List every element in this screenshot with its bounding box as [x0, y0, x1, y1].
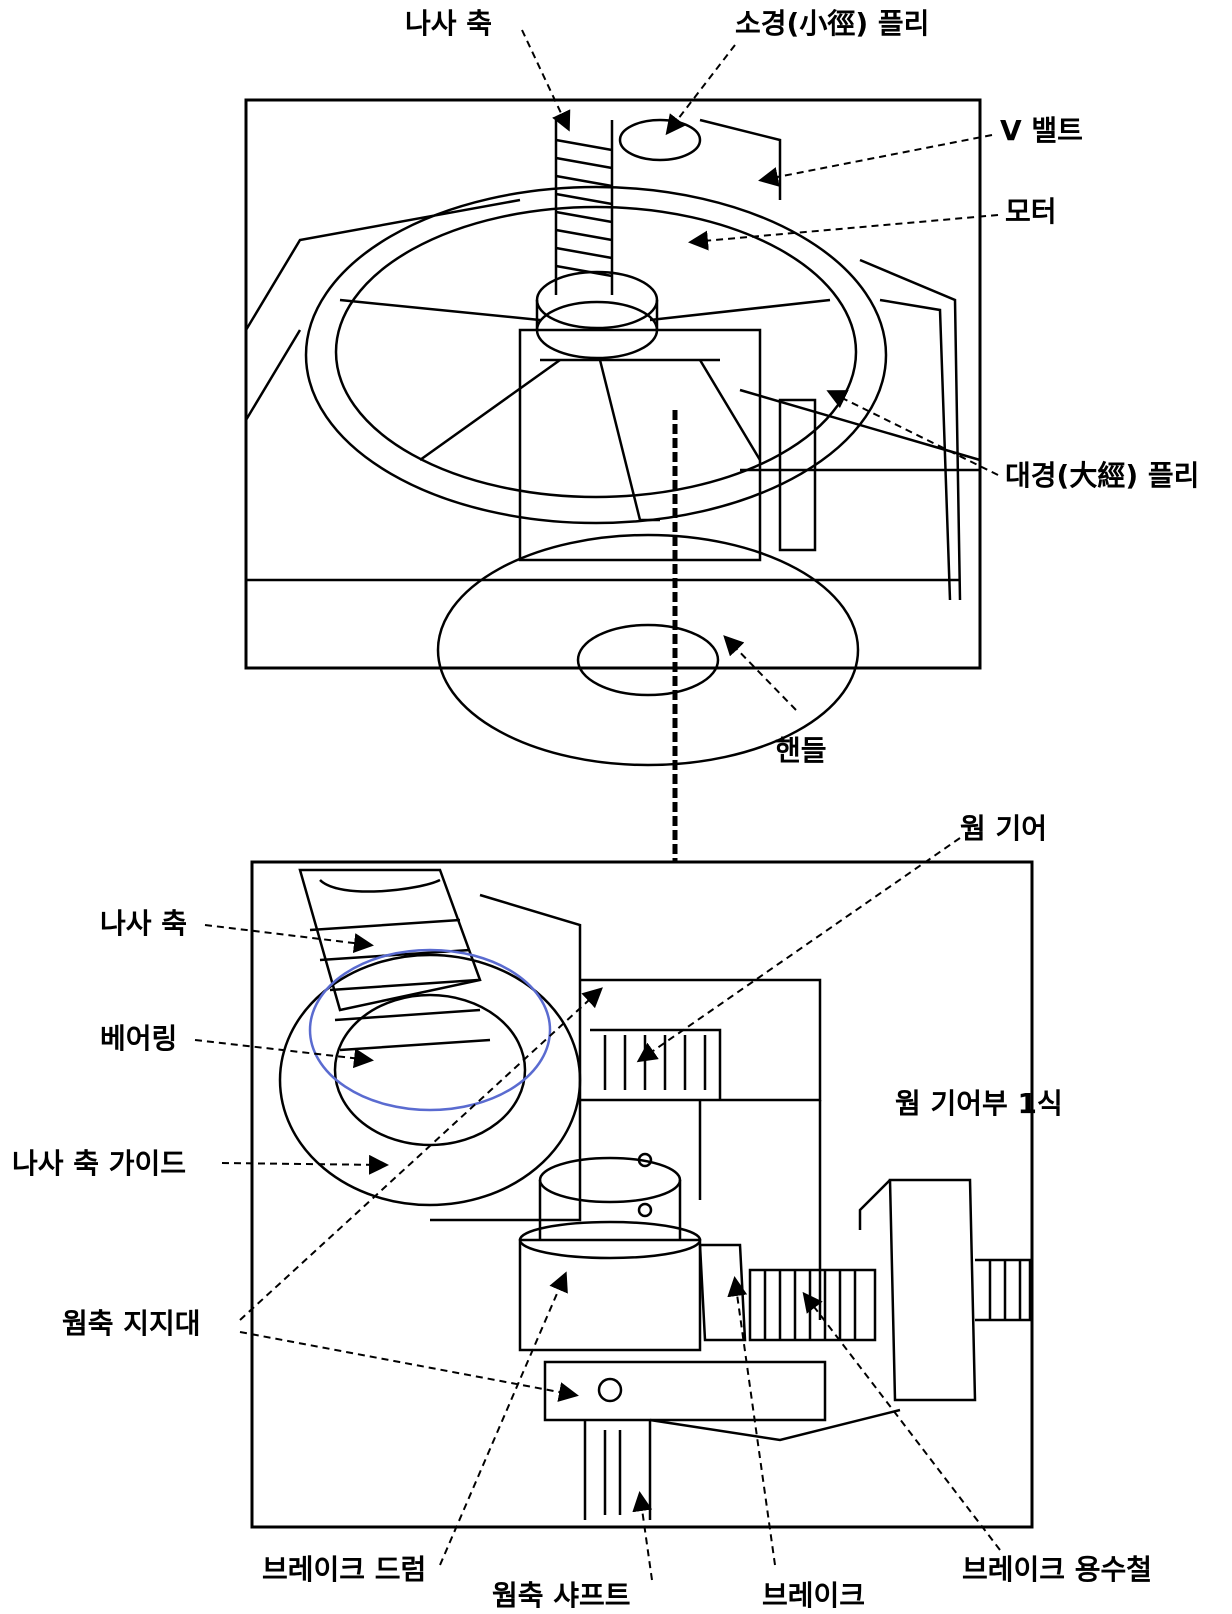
label-screw-shaft-guide: 나사 축 가이드 [12, 1147, 187, 1180]
label-motor: 모터 [1005, 195, 1057, 228]
bottom-panel [194, 837, 1034, 1581]
label-worm-shaft-support: 웜축 지지대 [62, 1307, 201, 1340]
label-bottom-screw-shaft: 나사 축 [100, 907, 188, 940]
label-handle: 핸들 [775, 734, 827, 767]
label-worm-gear-unit: 웜 기어부 1식 [895, 1087, 1063, 1120]
label-top-screw-shaft: 나사 축 [405, 7, 493, 40]
label-worm-gear: 웜 기어 [960, 812, 1048, 845]
label-brake: 브레이크 [762, 1579, 866, 1612]
label-small-pulley: 소경(小徑) 플리 [735, 7, 930, 40]
bearing-ring [308, 948, 552, 1112]
label-brake-spring-steel: 브레이크 용수철 [962, 1553, 1153, 1586]
label-bearing: 베어링 [100, 1022, 178, 1055]
label-large-pulley: 대경(大經) 플리 [1005, 459, 1200, 492]
label-worm-shaft: 웜축 샤프트 [492, 1579, 631, 1612]
label-brake-drum: 브레이크 드럼 [262, 1553, 427, 1586]
label-v-belt: V 밸트 [1000, 114, 1083, 147]
bottom-panel-frame [250, 860, 1034, 1529]
top-panel [244, 29, 999, 767]
